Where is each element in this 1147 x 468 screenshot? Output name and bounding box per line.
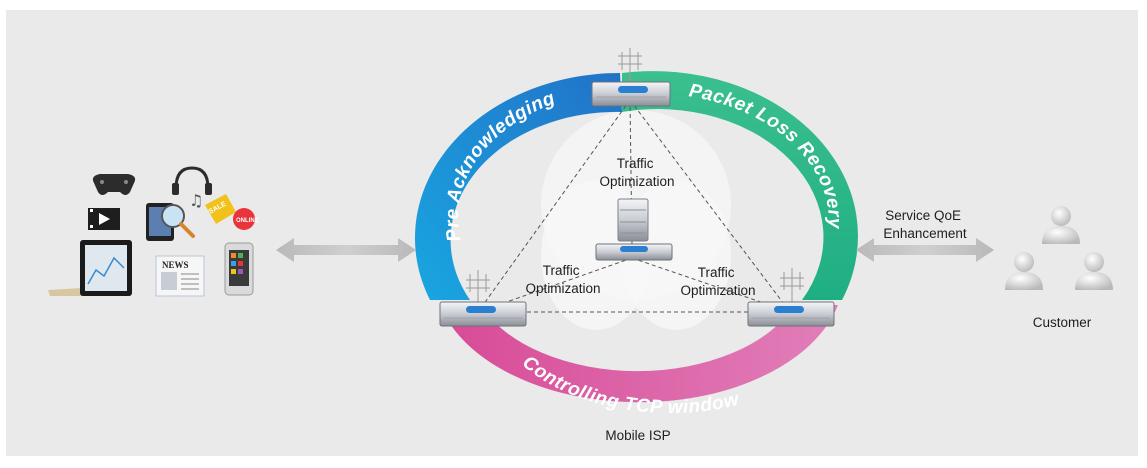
traffic-label-top: Traffic Optimization [599,156,674,189]
phone-icon [224,242,254,296]
service-qoe-label: Service QoE Enhancement [883,208,967,241]
antenna-icon [780,268,804,302]
traffic-label-left: Traffic Optimization [525,263,600,296]
antenna-icon [618,48,642,81]
server-tower-icon [617,198,649,242]
ring [414,71,858,403]
magnifier-icon [161,204,195,238]
svg-text:NEWS: NEWS [162,260,189,270]
gamepad-icon [92,174,136,195]
sale-tag-icon: SALE ONLINE [205,194,259,230]
news-icon: NEWS [155,255,205,297]
mobile-isp-label: Mobile ISP [605,428,670,443]
user-icon [1042,206,1080,244]
left-double-arrow [276,238,416,262]
content-icons: ♫ SALE ONLINE [48,166,259,297]
traffic-label-right: Traffic Optimization [680,265,755,298]
customer-label: Customer [1033,315,1092,330]
server-icon [591,81,671,107]
ring-segment-green [622,71,858,301]
ring-segment-blue [414,73,622,300]
user-icon [1005,252,1043,290]
right-double-arrow [856,238,994,262]
antenna-icon [466,270,490,302]
music-note-icon: ♫ [189,191,203,210]
server-icon [439,301,527,327]
server-icon [595,243,673,261]
video-icon [88,208,120,230]
svg-text:ONLINE: ONLINE [236,218,259,224]
server-icon [747,301,835,327]
user-icon [1075,252,1113,290]
ring-segment-pink [440,305,838,403]
ebook-tablet-icon [48,240,132,296]
headphones-icon [172,166,212,195]
